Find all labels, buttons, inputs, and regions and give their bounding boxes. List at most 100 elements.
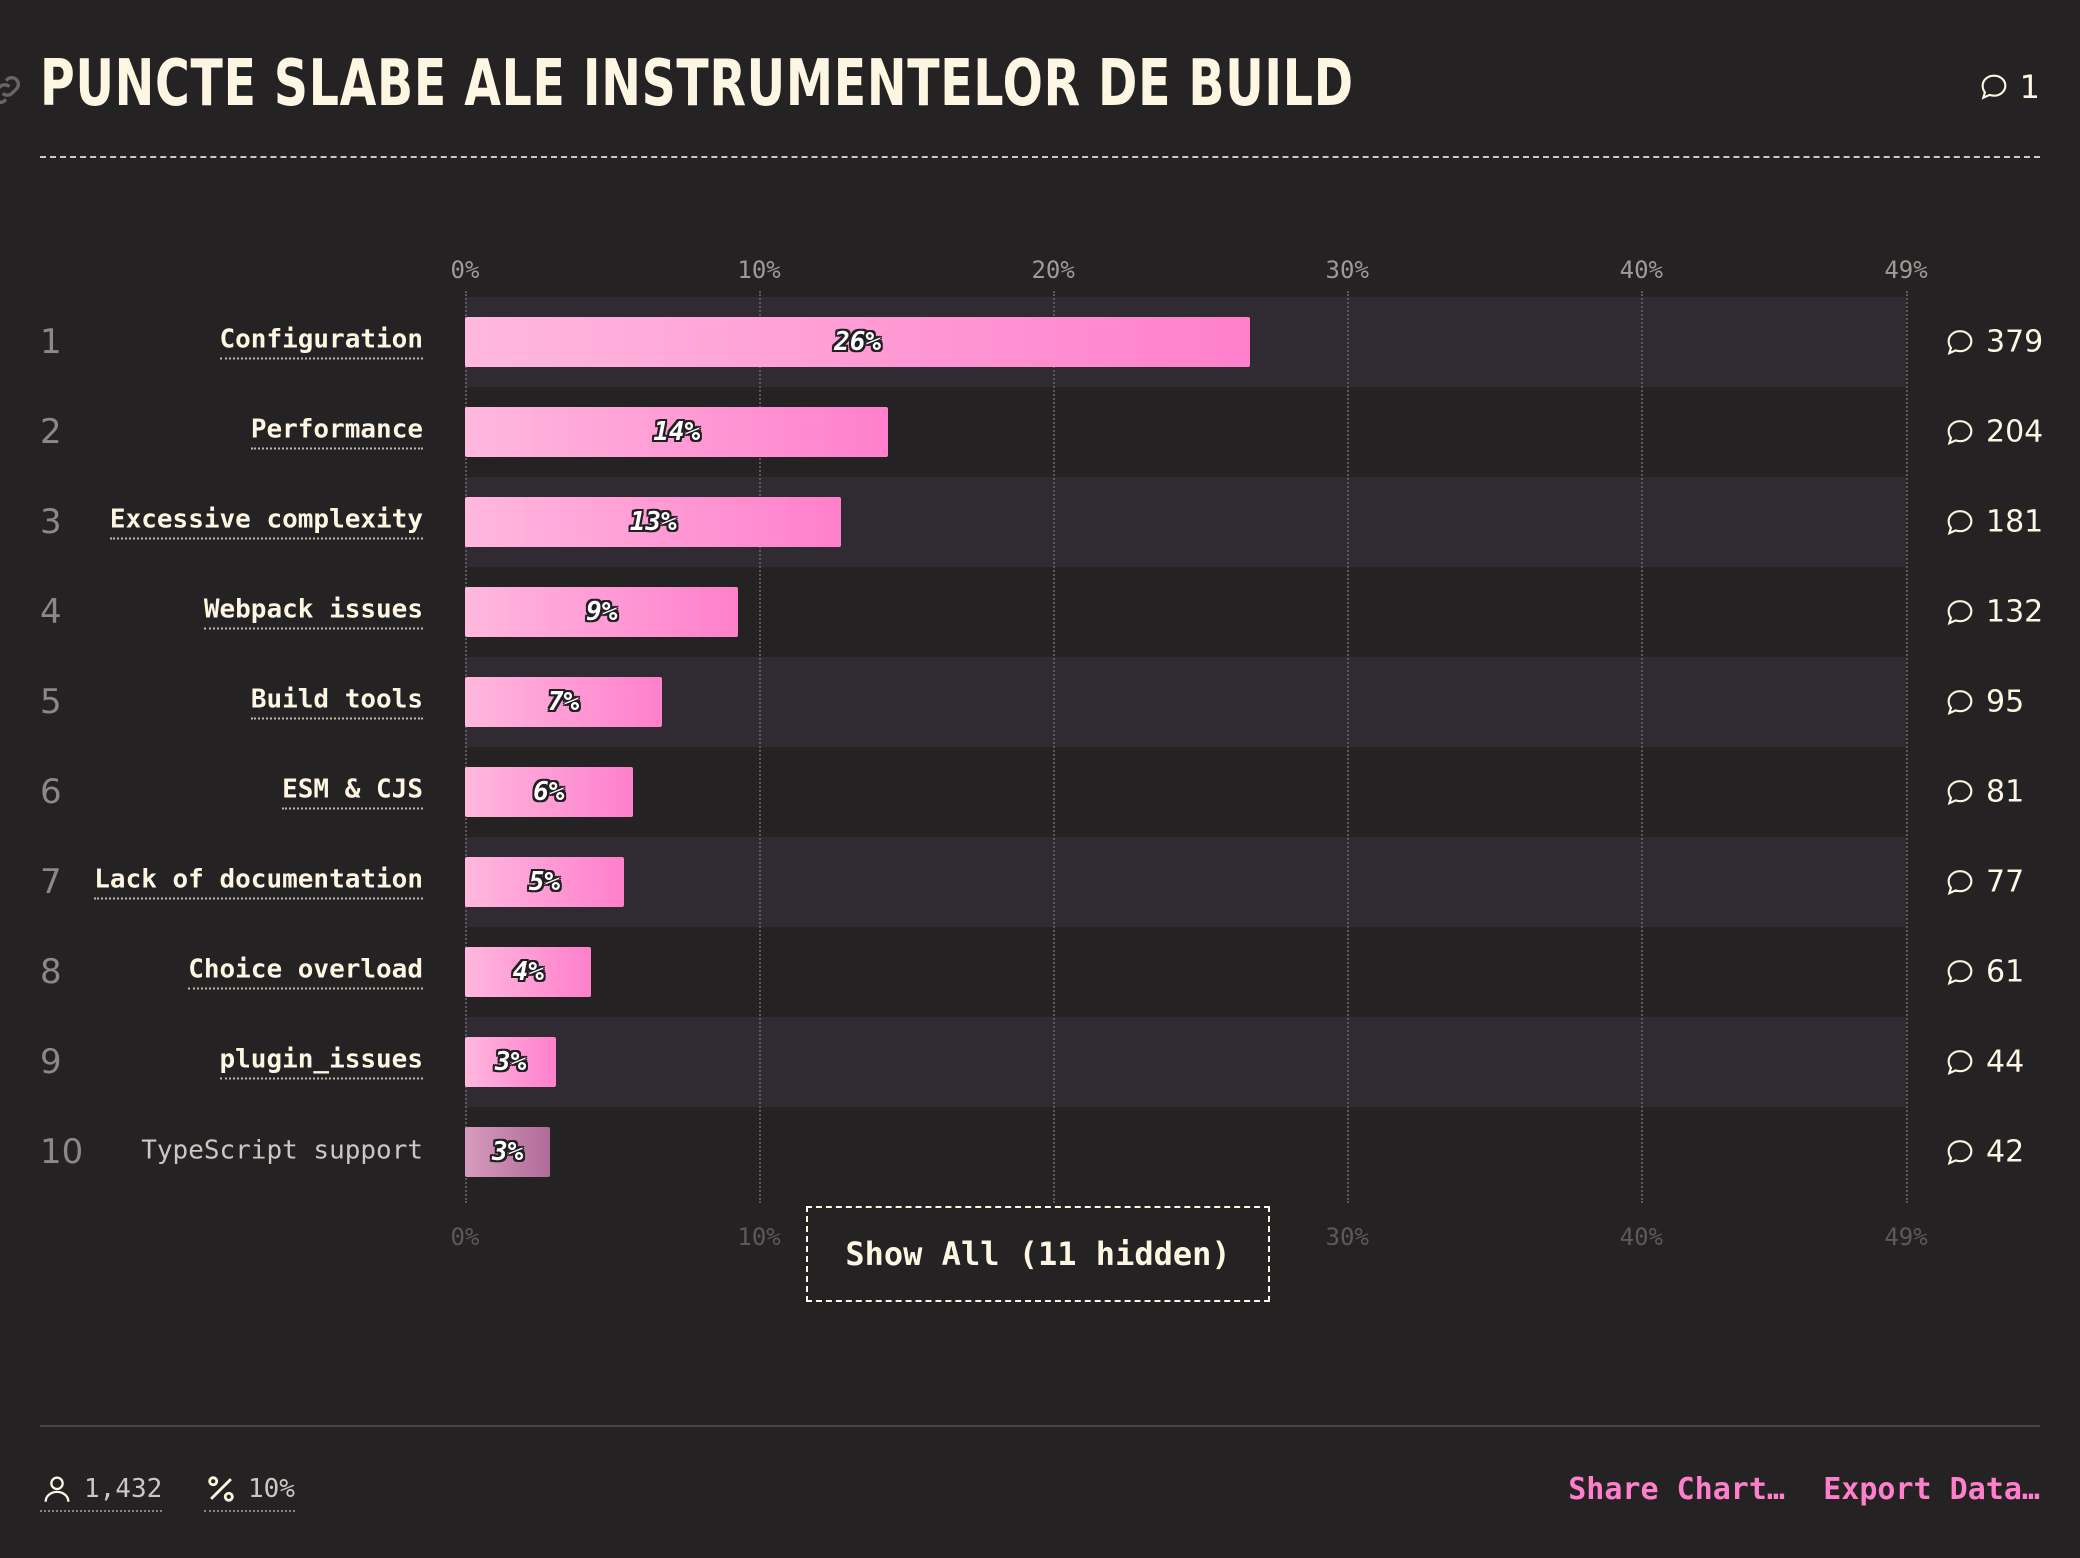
comment-count: 132	[1986, 594, 2044, 630]
comment-count: 61	[1986, 954, 2025, 990]
rank-number: 7	[40, 862, 62, 902]
bar-value-label: 9%	[586, 597, 618, 627]
comment-icon	[1947, 509, 1973, 535]
header-comment-count: 1	[2019, 68, 2040, 106]
header-comments-button[interactable]: 1	[1978, 68, 2040, 106]
bar-chart-plot: 26% 14% 13% 9% 7% 6% 5% 4% 3% 3%	[465, 291, 1908, 1203]
bar[interactable]: 26%	[465, 317, 1251, 367]
user-icon	[44, 1476, 70, 1502]
category-label[interactable]: Excessive complexity	[109, 505, 423, 540]
x-tick-label: 20%	[1031, 256, 1075, 284]
bar[interactable]: 7%	[465, 677, 663, 727]
bar-value-label: 26%	[834, 327, 882, 357]
comment-icon	[1947, 1049, 1973, 1075]
bar-value-label: 13%	[629, 507, 677, 537]
row-band	[465, 1017, 1906, 1107]
category-label[interactable]: plugin_issues	[219, 1045, 423, 1080]
category-label[interactable]: Webpack issues	[203, 595, 423, 630]
row-band	[465, 1107, 1906, 1197]
gridline	[465, 291, 467, 1203]
percentage-stat[interactable]: 10%	[204, 1472, 295, 1512]
bar[interactable]: 6%	[465, 767, 633, 817]
category-label[interactable]: Lack of documentation	[94, 865, 423, 900]
category-label[interactable]: TypeScript support	[141, 1135, 423, 1166]
comment-count: 181	[1986, 504, 2044, 540]
gridline	[759, 291, 762, 1203]
x-axis-top: 0% 10% 20% 30% 40% 49%	[451, 256, 1928, 286]
gridline	[1053, 291, 1056, 1203]
row-band	[465, 657, 1906, 747]
rank-number: 2	[40, 412, 62, 452]
rank-number: 10	[40, 1132, 84, 1172]
bar[interactable]: 4%	[465, 947, 592, 997]
share-chart-link[interactable]: Share Chart…	[1568, 1472, 1785, 1507]
category-label[interactable]: ESM & CJS	[282, 775, 423, 810]
x-tick-label: 40%	[1619, 256, 1663, 284]
comment-count: 77	[1986, 864, 2025, 900]
link-icon[interactable]	[0, 70, 26, 110]
comment-icon	[1947, 689, 1973, 715]
category-label[interactable]: Performance	[250, 415, 423, 450]
bar[interactable]: 5%	[465, 857, 624, 907]
category-label[interactable]: Choice overload	[188, 955, 423, 990]
rank-number: 4	[40, 592, 62, 632]
row-comments-button[interactable]: 44	[1944, 1045, 2024, 1080]
x-tick-label: 10%	[737, 1223, 781, 1251]
row-comments-button[interactable]: 81	[1944, 775, 2024, 810]
percent-icon	[208, 1476, 234, 1502]
category-label[interactable]: Configuration	[219, 325, 423, 360]
comment-count: 95	[1986, 684, 2025, 720]
comment-count: 44	[1986, 1044, 2025, 1080]
comment-icon	[1947, 419, 1973, 445]
x-tick-label: 10%	[737, 256, 781, 284]
gridline	[1641, 291, 1644, 1203]
x-tick-label: 30%	[1325, 1223, 1369, 1251]
rank-number: 8	[40, 952, 62, 992]
row-band	[465, 747, 1906, 837]
row-comments-button[interactable]: 77	[1944, 865, 2024, 900]
x-tick-label: 30%	[1325, 256, 1369, 284]
rank-number: 3	[40, 502, 62, 542]
row-band	[465, 837, 1906, 927]
respondents-count: 1,432	[84, 1474, 163, 1504]
bar[interactable]: 9%	[465, 587, 739, 637]
row-band	[465, 927, 1906, 1017]
gridline	[1347, 291, 1350, 1203]
bar-value-label: 3%	[491, 1137, 524, 1167]
comment-icon	[1947, 779, 1973, 805]
bar[interactable]: 3%	[465, 1037, 557, 1087]
comment-icon	[1947, 959, 1973, 985]
row-comments-button[interactable]: 181	[1944, 505, 2043, 540]
rank-number: 6	[40, 772, 62, 812]
rank-number: 5	[40, 682, 62, 722]
comment-icon	[1947, 599, 1973, 625]
row-comments-button[interactable]: 204	[1944, 415, 2043, 450]
category-label[interactable]: Build tools	[250, 685, 423, 720]
percentage-value: 10%	[248, 1474, 295, 1504]
respondents-stat[interactable]: 1,432	[40, 1472, 163, 1512]
bar[interactable]: 3%	[465, 1127, 551, 1177]
export-data-link[interactable]: Export Data…	[1823, 1472, 2040, 1507]
bar-value-label: 14%	[653, 417, 701, 447]
rank-number: 9	[40, 1042, 62, 1082]
footer-divider	[40, 1425, 2040, 1427]
rank-number: 1	[40, 322, 62, 362]
x-tick-label: 0%	[450, 1223, 480, 1251]
row-comments-button[interactable]: 379	[1944, 325, 2043, 360]
comment-icon	[1947, 329, 1973, 355]
row-comments-button[interactable]: 61	[1944, 955, 2024, 990]
bar[interactable]: 13%	[465, 497, 842, 547]
row-comments-button[interactable]: 42	[1944, 1135, 2024, 1170]
comment-icon	[1947, 869, 1973, 895]
row-comments-button[interactable]: 95	[1944, 685, 2024, 720]
header-divider	[40, 156, 2040, 158]
show-all-button[interactable]: Show All (11 hidden)	[806, 1206, 1270, 1302]
bar[interactable]: 14%	[465, 407, 889, 457]
x-tick-label: 49%	[1884, 1223, 1928, 1251]
x-tick-label: 49%	[1884, 256, 1928, 284]
gridline	[1906, 291, 1908, 1203]
x-tick-label: 40%	[1619, 1223, 1663, 1251]
row-comments-button[interactable]: 132	[1944, 595, 2043, 630]
x-tick-label: 0%	[450, 256, 480, 284]
comment-icon	[1981, 74, 2007, 100]
